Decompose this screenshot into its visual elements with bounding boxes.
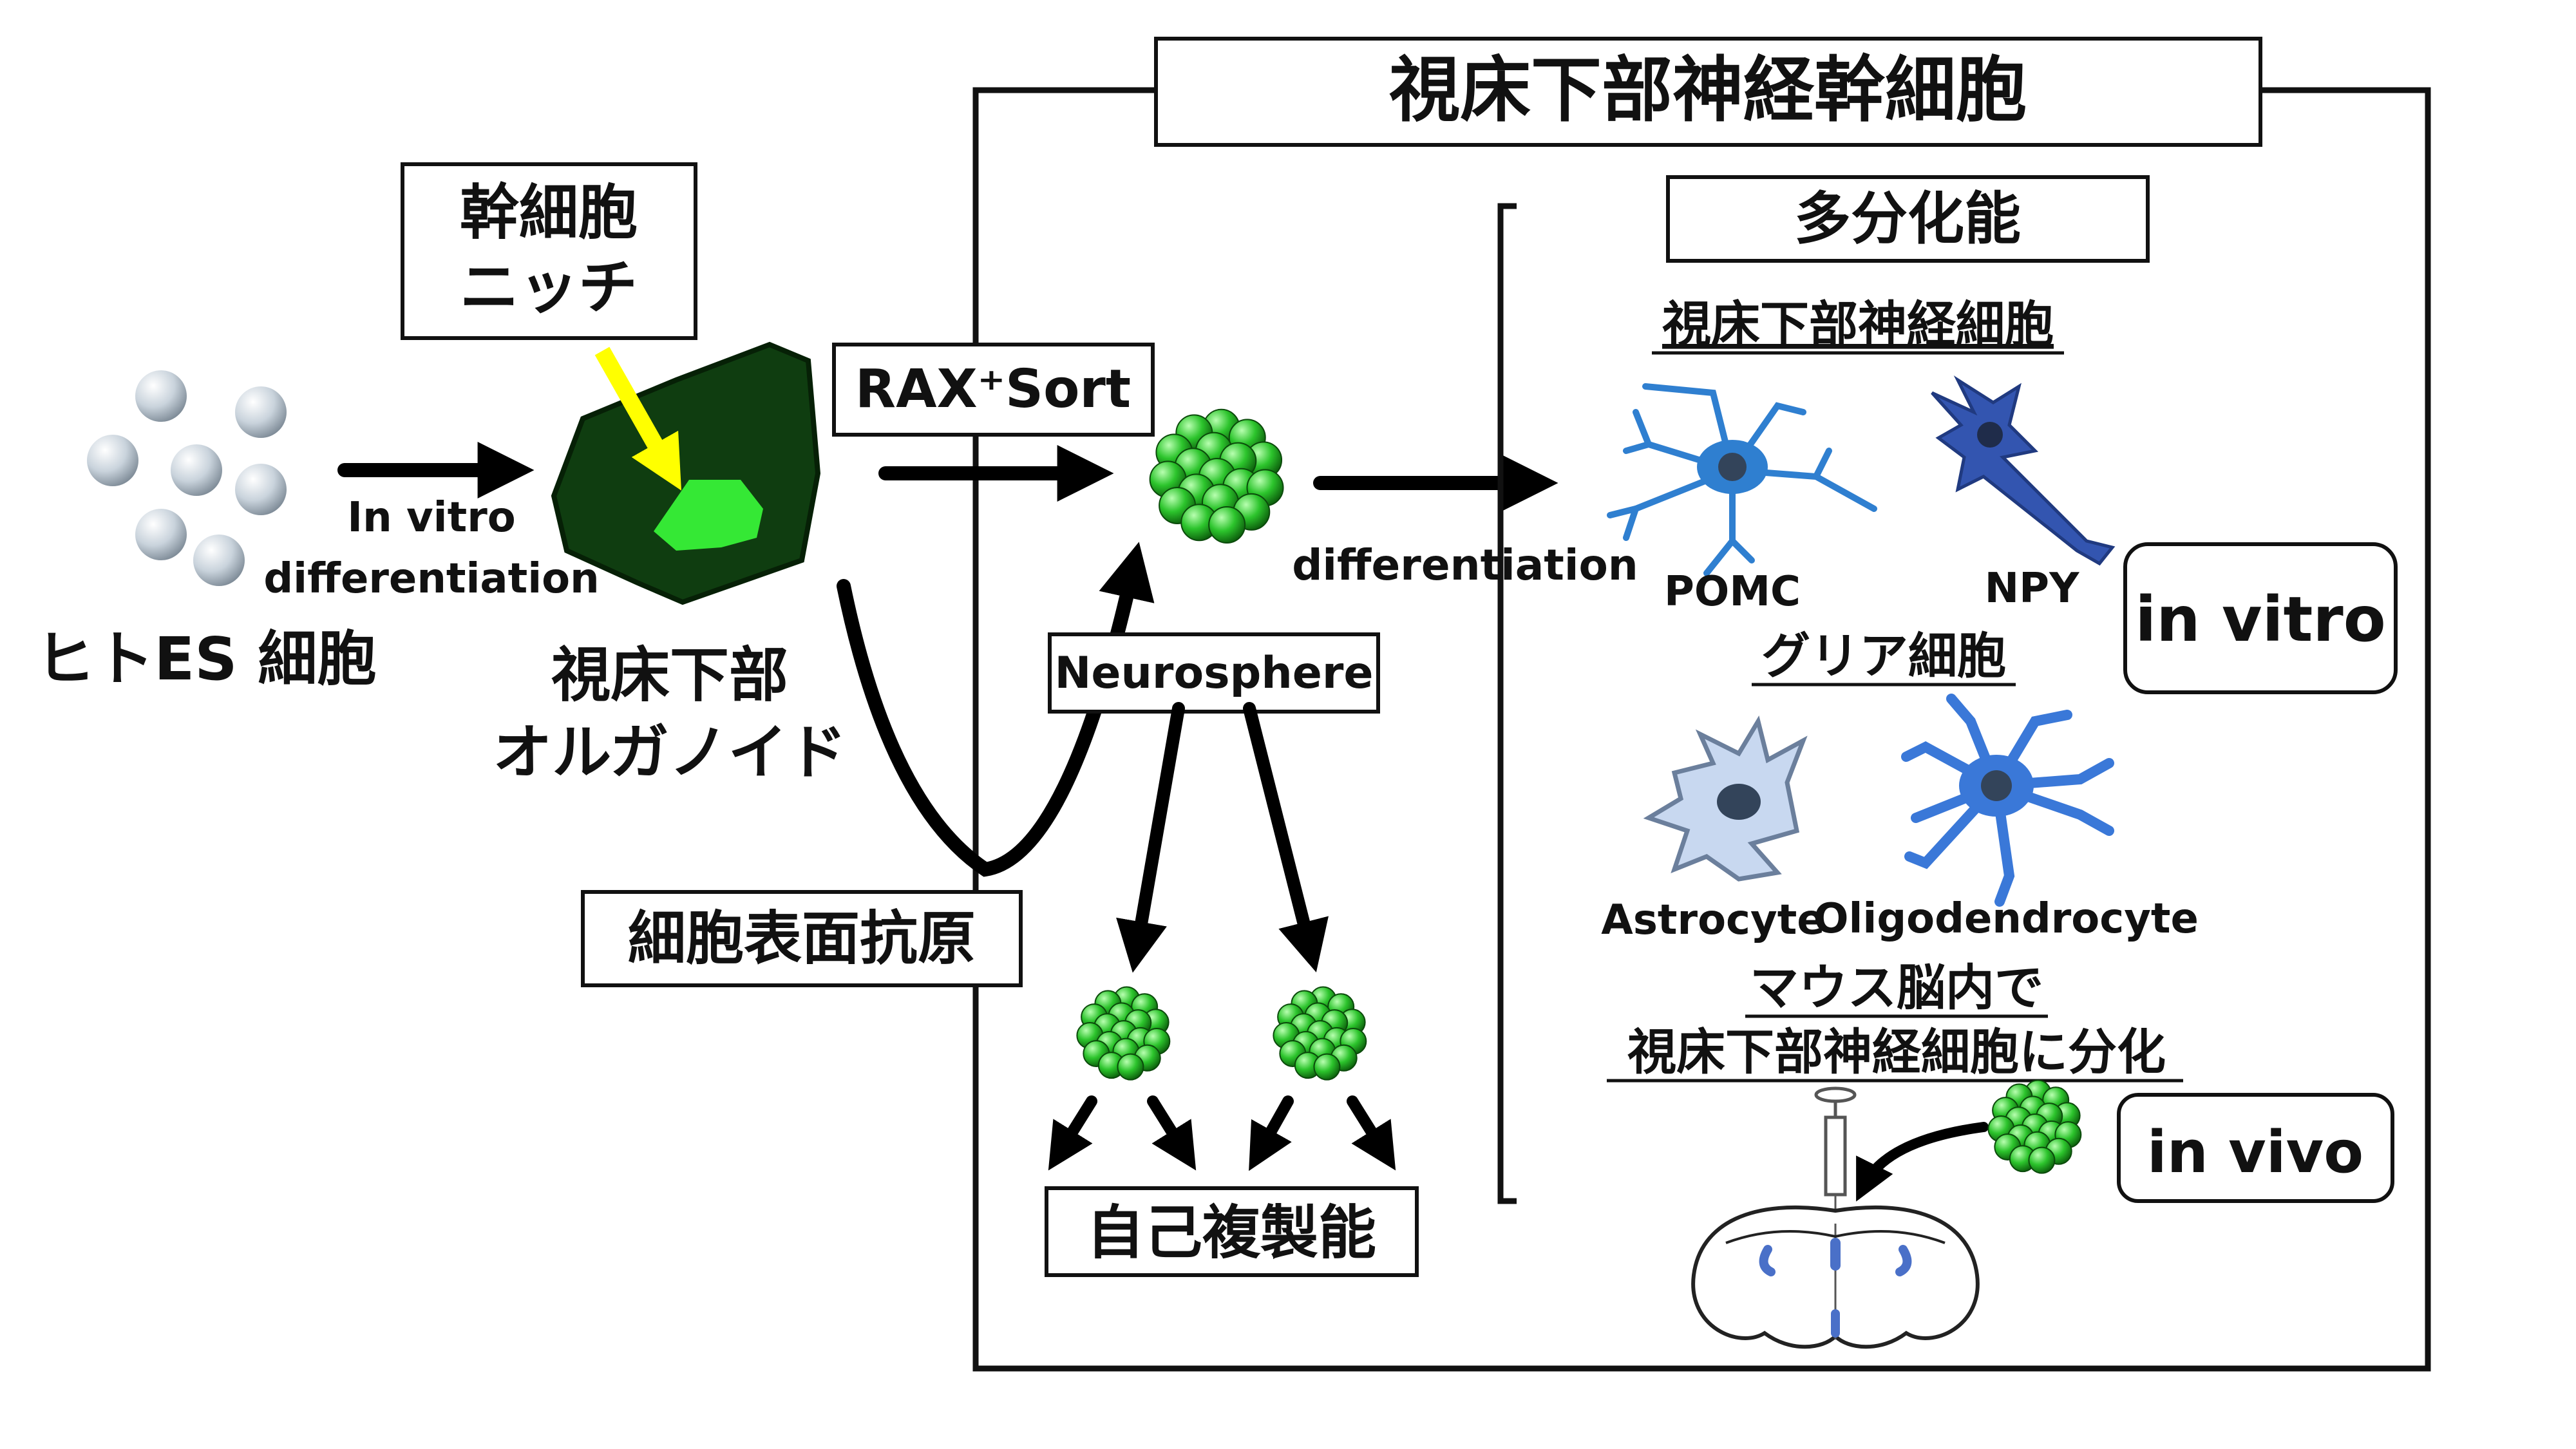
arrow-to-syringe (1856, 1122, 1989, 1202)
neurosphere-injection (1987, 1079, 2082, 1174)
syringe (1814, 1086, 1857, 1272)
niche-line2: ニッチ (460, 253, 638, 322)
hypothalamic-neurons-heading: 視床下部神経細胞 (1662, 296, 2054, 353)
green-cell (1208, 506, 1246, 544)
oligodendrocyte-label: Oligodendrocyte (1814, 895, 2199, 943)
arrow-small-2 (1147, 1095, 1197, 1171)
rax-sort-label: RAX⁺Sort (855, 359, 1131, 420)
npy-label: NPY (1985, 565, 2079, 612)
arrow-small-3 (1249, 1095, 1294, 1171)
in-vitro-box-label: in vitro (2135, 583, 2385, 656)
neurosphere-main (1149, 408, 1284, 544)
npy-neuron (1931, 375, 2116, 566)
astrocyte-cell (1643, 715, 1808, 882)
neurosphere-box: Neurosphere (1048, 632, 1380, 714)
pomc-label: POMC (1664, 568, 1801, 616)
green-cell (1313, 1053, 1341, 1081)
differentiation-arrow-label: differentiation (1292, 540, 1638, 590)
brain-section (1691, 1205, 1980, 1349)
organoid-shape (551, 341, 821, 605)
arrow-small-1 (1048, 1095, 1097, 1171)
rax-sort-box: RAX⁺Sort (832, 343, 1155, 437)
differentiation-label: differentiation (263, 555, 599, 603)
organoid-line1: 視床下部 (551, 641, 788, 710)
pomc-neuron (1607, 383, 1877, 576)
surface-antigen-label: 細胞表面抗原 (628, 905, 976, 972)
mouse-line1: マウス脳内で (1750, 959, 2043, 1016)
multipotency-box: 多分化能 (1666, 175, 2150, 263)
arrow-self-renew-left (1116, 702, 1185, 973)
arrow-self-renew-right (1243, 702, 1329, 972)
surface-antigen-box: 細胞表面抗原 (581, 890, 1023, 987)
oligodendrocyte-cell (1901, 694, 2114, 907)
green-cell (2028, 1146, 2056, 1174)
neurosphere-small-left (1076, 986, 1171, 1081)
in-vitro-box: in vitro (2123, 542, 2398, 694)
in-vitro-label: In vitro (347, 494, 515, 542)
in-vivo-box-label: in vivo (2147, 1119, 2363, 1186)
in-vivo-box: in vivo (2117, 1093, 2394, 1203)
self-renewal-label: 自己複製能 (1086, 1199, 1376, 1267)
organoid-line2: オルガノイド (493, 718, 846, 787)
niche-box: 幹細胞 ニッチ (401, 162, 697, 340)
astrocyte-label: Astrocyte (1601, 896, 1824, 944)
title-box: 視床下部神経幹細胞 (1154, 37, 2262, 147)
multipotency-label: 多分化能 (1794, 185, 2021, 252)
arrow-small-4 (1347, 1095, 1396, 1171)
mouse-line2: 視床下部神経細胞に分化 (1627, 1023, 2166, 1081)
self-renewal-box: 自己複製能 (1045, 1186, 1419, 1277)
es-cell-cluster (87, 370, 287, 586)
niche-line1: 幹細胞 (460, 178, 638, 247)
neurosphere-label: Neurosphere (1054, 648, 1373, 699)
page-title: 視床下部神経幹細胞 (1389, 49, 2027, 131)
green-cell (1117, 1053, 1144, 1081)
outcome-bracket (1497, 203, 1517, 1204)
es-cells-label: ヒトES 細胞 (35, 625, 376, 694)
glia-heading: グリア細胞 (1761, 627, 2006, 685)
niche-pointer-arrow (594, 346, 681, 491)
neurosphere-small-right (1273, 986, 1367, 1081)
surface-antigen-curve-arrow (837, 542, 1155, 877)
